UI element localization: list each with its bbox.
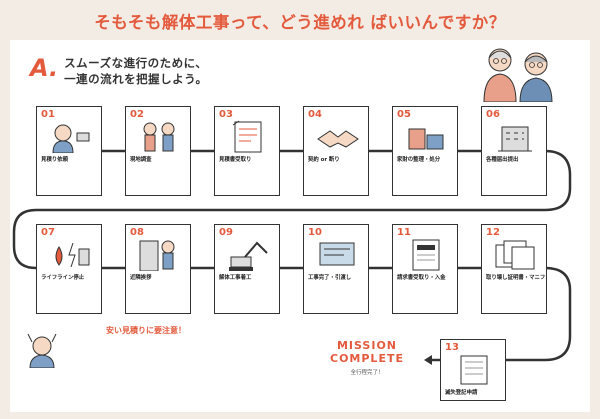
registration-form-icon <box>460 355 488 385</box>
step-number: 08 <box>130 227 144 238</box>
step-card-10: 10 工事完了・引渡し <box>303 224 369 314</box>
step-number: 03 <box>219 109 233 120</box>
warning-box: 安い見積りに要注意！ <box>36 325 186 336</box>
site-survey-icon <box>143 122 175 152</box>
warning-title: 安い見積りに要注意！ <box>106 326 186 335</box>
step-label: ライフライン停止 <box>41 275 85 281</box>
invoice-icon <box>412 239 440 271</box>
step-label: 見積り依頼 <box>41 157 68 163</box>
elderly-couple-illustration <box>483 48 553 102</box>
step-number: 05 <box>397 109 411 120</box>
mission-line-2: COMPLETE <box>330 351 404 365</box>
step-label: 滅失登記申請 <box>445 390 478 396</box>
page-title: そもそも解体工事って、どう進めれ ばいいんですか？ <box>94 13 506 32</box>
step-card-05: 05 家財の整理・処分 <box>392 106 458 196</box>
phone-call-icon <box>52 124 90 153</box>
step-card-12: 12 取り壊し証明書・マニフェスト発行 <box>481 224 547 314</box>
step-card-07: 07 ライフライン停止 <box>36 224 102 314</box>
step-label: 取り壊し証明書・マニフェスト発行 <box>486 275 546 281</box>
certificates-icon <box>495 240 535 270</box>
step-card-08: 08 近隣挨拶 <box>125 224 191 314</box>
step-label: 契約 or 断り <box>308 157 340 163</box>
step-label: 解体工事着工 <box>219 275 252 281</box>
step-number: 01 <box>41 109 55 120</box>
utilities-icon <box>55 242 90 268</box>
household-items-icon <box>408 128 444 150</box>
blueprint-handover-icon <box>319 242 355 266</box>
step-number: 04 <box>308 109 322 120</box>
step-card-01: 01 見積り依頼 <box>36 106 102 196</box>
step-label: 工事完了・引渡し <box>308 275 352 281</box>
worried-person-icon <box>27 333 57 368</box>
step-card-03: 03 見積書受取り <box>214 106 280 196</box>
mission-line-1: MISSION <box>336 339 398 352</box>
step-number: 09 <box>219 227 233 238</box>
neighbor-greeting-icon <box>139 240 175 271</box>
step-number: 11 <box>397 227 411 238</box>
step-number: 13 <box>445 342 459 353</box>
answer-letter: A. <box>30 54 59 82</box>
estimate-document-icon <box>232 120 262 153</box>
step-card-02: 02 現地調査 <box>125 106 191 196</box>
step-number: 07 <box>41 227 55 238</box>
step-label: 近隣挨拶 <box>130 275 152 281</box>
answer-text: スムーズな進行のために、 一連の流れを把握しよう。 <box>64 56 207 87</box>
step-card-06: 06 各種届出提出 <box>481 106 547 196</box>
step-card-11: 11 請求書受取り・入金 <box>392 224 458 314</box>
step-number: 12 <box>486 227 500 238</box>
step-label: 見積書受取り <box>219 157 252 163</box>
mission-subtitle: 全行程完了！ <box>350 370 384 377</box>
answer-line-2: 一連の流れを把握しよう。 <box>64 71 208 86</box>
step-card-09: 09 解体工事着工 <box>214 224 280 314</box>
step-label: 現地調査 <box>130 157 152 163</box>
answer-line-1: スムーズな進行のために、 <box>64 56 208 70</box>
step-number: 10 <box>308 227 322 238</box>
step-number: 06 <box>486 109 500 120</box>
mission-complete: MISSION COMPLETE 全行程完了！ <box>322 339 412 377</box>
handshake-icon <box>317 130 359 148</box>
step-card-13: 13 滅失登記申請 <box>440 339 506 401</box>
step-label: 家財の整理・処分 <box>397 157 441 163</box>
step-label: 各種届出提出 <box>486 157 519 163</box>
government-office-icon <box>498 126 532 152</box>
step-label: 請求書受取り・入金 <box>397 275 446 281</box>
step-number: 02 <box>130 109 144 120</box>
answer-heading: A. スムーズな進行のために、 一連の流れを把握しよう。 <box>30 56 207 87</box>
step-card-04: 04 契約 or 断り <box>303 106 369 196</box>
excavator-icon <box>229 241 268 271</box>
